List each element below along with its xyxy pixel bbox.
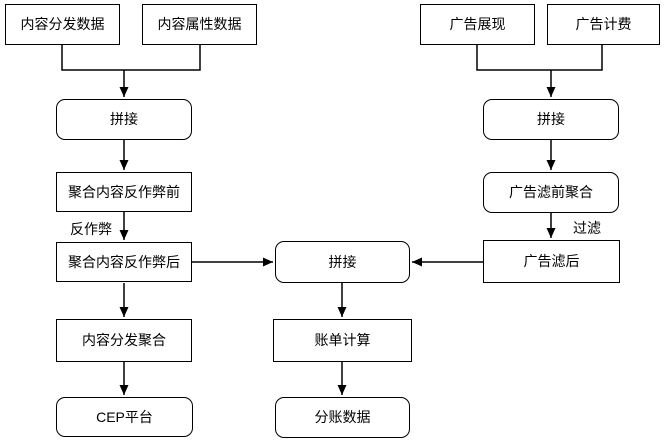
node-content-dist-data: 内容分发数据 [5,4,120,45]
node-content-attr-data: 内容属性数据 [142,4,257,45]
node-ad-impression: 广告展现 [420,4,535,45]
node-ad-post-filter: 广告滤后 [483,240,620,283]
node-join-center: 拼接 [275,241,410,283]
node-ad-billing: 广告计费 [547,4,660,45]
node-agg-content-pre-antifraud: 聚合内容反作弊前 [56,172,192,212]
node-ad-pre-filter-agg: 广告滤前聚合 [483,172,619,213]
node-agg-content-post-antifraud: 聚合内容反作弊后 [56,242,192,282]
node-join-right: 拼接 [483,99,619,140]
edge-label-filter: 过滤 [565,218,609,238]
node-join-left: 拼接 [56,99,192,140]
edge-label-antifraud: 反作弊 [69,219,113,239]
node-bill-calc: 账单计算 [273,319,412,362]
node-split-account-data: 分账数据 [275,397,410,438]
node-cep-platform: CEP平台 [56,397,193,437]
edge-merge-right [476,45,603,71]
node-content-dist-agg: 内容分发聚合 [56,319,192,362]
edge-merge-left [61,45,201,71]
